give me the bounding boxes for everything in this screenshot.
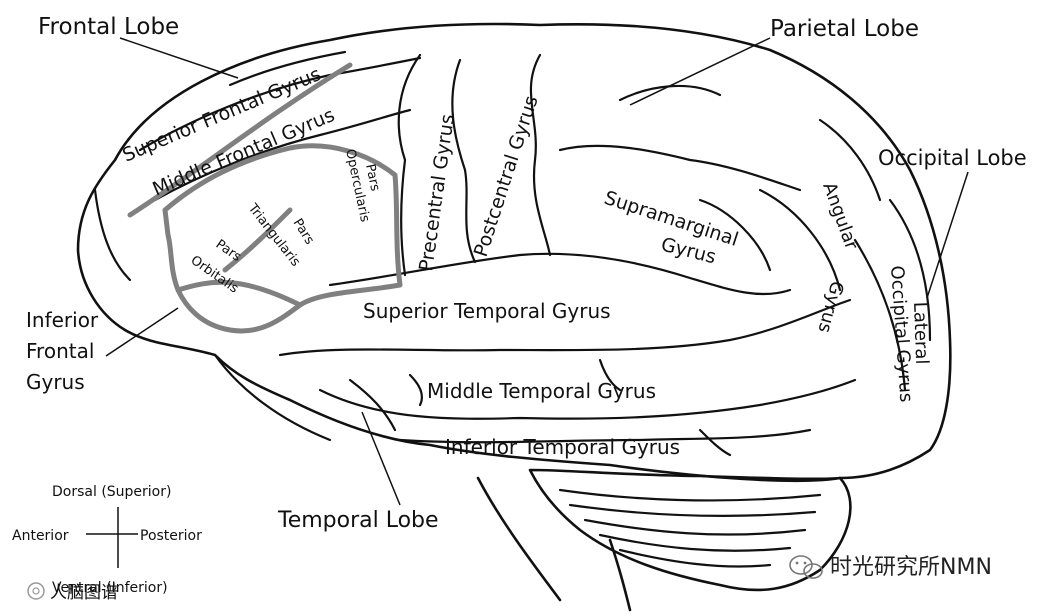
middle-frontal-gyrus-label: Middle Frontal Gyrus — [149, 104, 338, 201]
superior-temporal-gyrus-label: Superior Temporal Gyrus — [363, 299, 611, 323]
frontal-lobe-label: Frontal Lobe — [38, 14, 179, 40]
occipital-lobe-label: Occipital Lobe — [878, 146, 1027, 170]
inferior-frontal-pointer — [105, 307, 179, 357]
pars-opercularis-label-1: Pars — [362, 163, 382, 193]
inferior-frontal-gyrus-label-2: Frontal — [26, 339, 94, 363]
orientation-compass: Dorsal (Superior) Anterior Posterior Ven… — [12, 484, 202, 596]
precentral-gyrus-label: Precentral Gyrus — [415, 113, 459, 273]
dorsal-label: Dorsal (Superior) — [52, 484, 171, 500]
inferior-frontal-gyrus-label-3: Gyrus — [26, 370, 85, 394]
watermark-left-text: 人脑图谱 — [50, 583, 118, 603]
frontal-lobe-pointer — [119, 37, 239, 79]
inferior-frontal-boundary — [127, 62, 403, 334]
brain-outline — [76, 22, 952, 483]
watermark: 时光研究所NMN 人脑图谱 — [27, 555, 992, 603]
pointer-lines — [105, 37, 969, 506]
watermark-right-text: 时光研究所NMN — [830, 555, 992, 580]
pars-triangularis-label-2: Triangularis — [244, 200, 303, 269]
anterior-label: Anterior — [12, 528, 69, 544]
posterior-label: Posterior — [140, 528, 202, 544]
labels: Frontal Lobe Parietal Lobe Occipital Lob… — [26, 14, 1027, 533]
wechat-icon — [789, 555, 823, 579]
angular-gyrus-label-2: Gyrus — [814, 279, 848, 335]
weibo-icon — [27, 582, 45, 600]
occipital-lobe-pointer — [926, 171, 969, 299]
temporal-lobe-pointer — [361, 411, 401, 506]
postcentral-gyrus-label: Postcentral Gyrus — [470, 93, 543, 259]
angular-gyrus-label-1: Angular — [818, 180, 862, 254]
inferior-frontal-gyrus-label-1: Inferior — [26, 308, 99, 332]
parietal-lobe-pointer — [629, 37, 771, 106]
temporal-lobe-label: Temporal Lobe — [277, 508, 439, 533]
pars-triangularis-label-1: Pars — [290, 216, 317, 247]
inferior-temporal-gyrus-label: Inferior Temporal Gyrus — [445, 435, 680, 459]
brain-stem — [476, 476, 632, 612]
lateral-occipital-gyrus-label-2: Occipital Gyrus — [886, 265, 917, 403]
lateral-occipital-gyrus-label-1: Lateral — [909, 301, 932, 364]
sulci — [138, 50, 932, 457]
middle-temporal-gyrus-label: Middle Temporal Gyrus — [427, 379, 656, 403]
cerebellum — [528, 468, 852, 592]
parietal-lobe-label: Parietal Lobe — [770, 16, 919, 42]
ventral-label: Ventral (Inferior) — [52, 580, 168, 596]
